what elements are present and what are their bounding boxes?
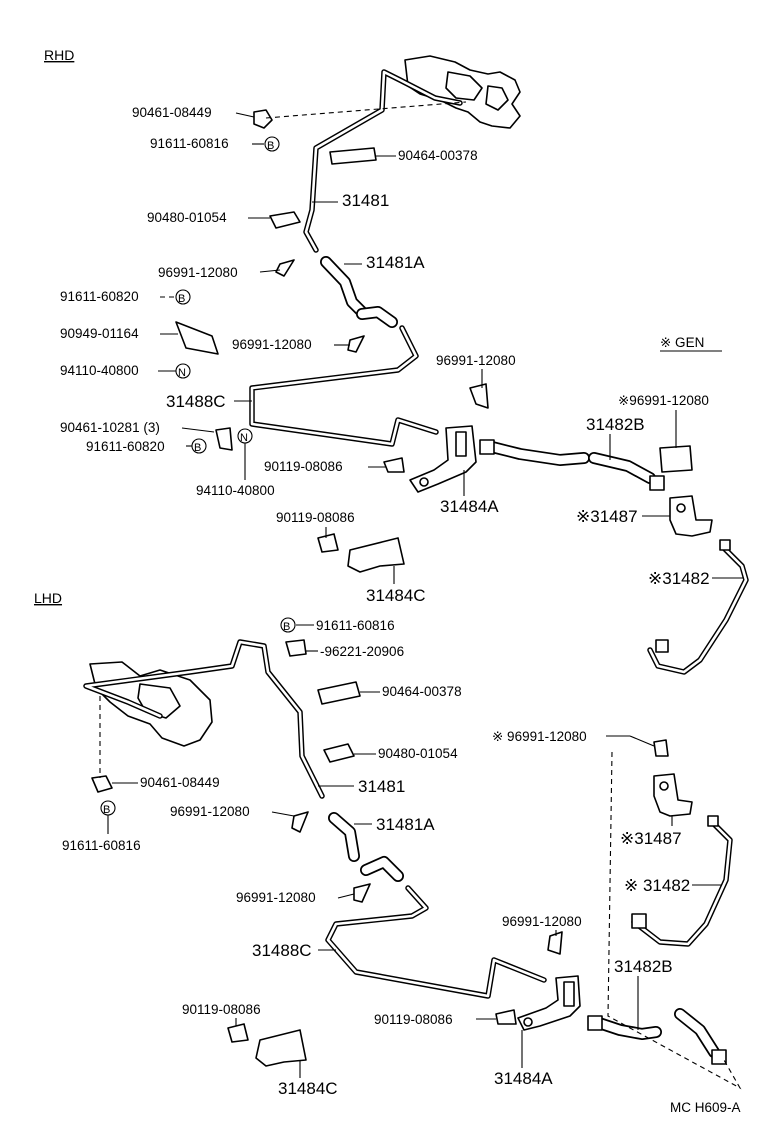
lhd-label-31484A: 31484A xyxy=(494,1069,553,1088)
rhd-symbol-b-3: B xyxy=(194,442,201,454)
footer-code: MC H609-A xyxy=(670,1100,741,1115)
lhd-label-31487: ※31487 xyxy=(620,829,682,848)
rhd-label-96991-12080-c: 96991-12080 xyxy=(436,353,516,368)
rhd-label-31484C: 31484C xyxy=(366,586,426,605)
lhd-gen-bracket-31487 xyxy=(653,773,693,817)
lhd-label-96991-12080-c: 96991-12080 xyxy=(502,914,582,929)
rhd-bracket-31484A xyxy=(409,425,477,493)
rhd-label-90461-08449: 90461-08449 xyxy=(132,105,212,120)
section-gen: ※ GEN xyxy=(660,335,704,350)
rhd-label-31488C: 31488C xyxy=(166,392,226,411)
rhd-label-90464-00378: 90464-00378 xyxy=(398,148,478,163)
lhd-gen-hose-31482B xyxy=(587,1008,727,1065)
rhd-label-91611-60816: 91611-60816 xyxy=(150,136,229,151)
lhd-label-90119-08086-b: 90119-08086 xyxy=(374,1012,453,1027)
lhd-label-31484C: 31484C xyxy=(278,1079,338,1098)
rhd-label-90119-08086-a: 90119-08086 xyxy=(264,459,343,474)
rhd-flex-hose-31481A xyxy=(320,256,398,328)
lhd-label-31482B: 31482B xyxy=(614,957,673,976)
rhd-label-94110-40800-b: 94110-40800 xyxy=(196,483,275,498)
lhd-label-90464-00378: 90464-00378 xyxy=(382,684,462,699)
lhd-label-90119-08086-a: 90119-08086 xyxy=(182,1002,261,1017)
lhd-gen-pipe-31482 xyxy=(631,815,733,947)
lhd-bracket-31484A xyxy=(517,975,581,1031)
lhd-flex-hose-31481A xyxy=(328,812,404,882)
rhd-symbol-n-2: N xyxy=(240,432,248,444)
rhd-brake-pipe-31481 xyxy=(303,69,463,253)
rhd-gen-hose-31482B xyxy=(479,439,665,491)
rhd-label-90119-08086-b: 90119-08086 xyxy=(276,510,355,525)
rhd-symbol-n-1: N xyxy=(178,367,186,379)
lhd-label-90461-08449: 90461-08449 xyxy=(140,775,220,790)
rhd-label-90461-10281: 90461-10281 (3) xyxy=(60,420,160,435)
rhd-symbol-b-2: B xyxy=(178,293,185,305)
rhd-brake-pipe-31488C xyxy=(249,325,439,447)
lhd-label-96991-12080-a: 96991-12080 xyxy=(170,804,250,819)
rhd-label-91611-60820-b: 91611-60820 xyxy=(86,439,165,454)
lhd-label-96991-12080-b: 96991-12080 xyxy=(236,890,316,905)
lhd-label-91611-60816-b: 91611-60816 xyxy=(62,838,141,853)
rhd-label-31482: ※31482 xyxy=(648,569,710,588)
rhd-label-31487: ※31487 xyxy=(576,507,638,526)
lhd-label-31488C: 31488C xyxy=(252,941,312,960)
rhd-gen-pipe-31482 xyxy=(647,539,749,675)
rhd-dashed-leader xyxy=(265,101,467,119)
rhd-label-90480-01054: 90480-01054 xyxy=(147,210,227,225)
rhd-label-31481A: 31481A xyxy=(366,253,425,272)
rhd-label-96991-12080-a: 96991-12080 xyxy=(158,265,238,280)
lhd-symbol-b-1: B xyxy=(283,621,290,633)
lhd-label-96991-12080-gen: ※ 96991-12080 xyxy=(492,729,587,744)
rhd-label-31481: 31481 xyxy=(342,191,389,210)
lhd-label-96221-20906: -96221-20906 xyxy=(320,644,404,659)
lhd-label-31481A: 31481A xyxy=(376,815,435,834)
rhd-label-91611-60820-a: 91611-60820 xyxy=(60,289,139,304)
lhd-label-91611-60816-a: 91611-60816 xyxy=(316,618,395,633)
lhd-label-31482: ※ 31482 xyxy=(624,876,690,895)
rhd-master-cylinder xyxy=(404,55,521,129)
rhd-symbol-b-1: B xyxy=(267,140,274,152)
lhd-small-parts xyxy=(91,639,669,1067)
rhd-label-96991-12080-b: 96991-12080 xyxy=(232,337,312,352)
rhd-label-96991-12080-gen: ※96991-12080 xyxy=(618,393,709,408)
lhd-brake-pipe-31481 xyxy=(83,639,325,799)
section-rhd: RHD xyxy=(44,47,74,63)
rhd-label-31482B: 31482B xyxy=(586,415,645,434)
section-lhd: LHD xyxy=(34,590,62,606)
lhd-brake-pipe-31488C xyxy=(325,885,547,999)
rhd-label-31484A: 31484A xyxy=(440,497,499,516)
rhd-label-90949-01164: 90949-01164 xyxy=(60,326,139,341)
rhd-gen-bracket-31487 xyxy=(669,495,713,537)
lhd-label-31481: 31481 xyxy=(358,777,405,796)
lhd-symbol-b-2: B xyxy=(103,804,110,816)
rhd-small-parts xyxy=(175,109,693,573)
lhd-label-90480-01054: 90480-01054 xyxy=(378,746,458,761)
rhd-label-94110-40800-a: 94110-40800 xyxy=(60,363,139,378)
